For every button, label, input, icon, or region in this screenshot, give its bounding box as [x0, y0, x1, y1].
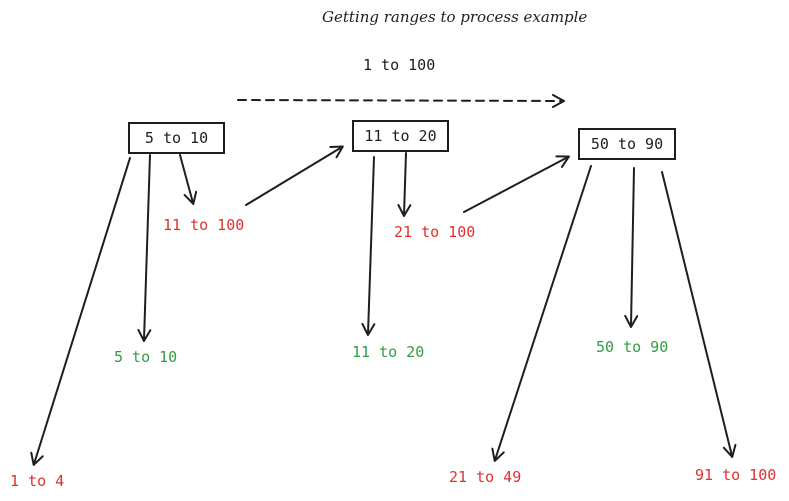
overall-range-label: 1 to 100	[363, 56, 436, 74]
arrow-remaining-to-50-90	[463, 155, 570, 213]
before-range-label: 1 to 4	[10, 472, 65, 490]
arrow-5-10-to-processed	[137, 154, 152, 342]
range-box-2: 11 to 20	[352, 120, 449, 152]
range-box-1: 5 to 10	[128, 122, 225, 154]
processed-range-label: 5 to 10	[114, 348, 178, 366]
arrow-5-10-to-before	[30, 157, 131, 466]
before-range-label: 21 to 49	[449, 468, 522, 486]
arrow-11-20-to-remaining	[397, 152, 412, 217]
arrow-remaining-to-11-20	[245, 145, 344, 206]
remaining-range-label: 11 to 100	[163, 216, 245, 234]
arrow-50-90-to-after	[661, 171, 737, 458]
diagram-title: Getting ranges to process example	[322, 8, 588, 26]
range-box-3: 50 to 90	[578, 128, 676, 160]
arrow-50-90-to-before	[491, 165, 592, 462]
after-range-label: 91 to 100	[695, 466, 777, 484]
remaining-range-label: 21 to 100	[394, 223, 476, 241]
overall-range-arrow	[237, 93, 565, 108]
processed-range-label: 50 to 90	[596, 338, 669, 356]
arrow-50-90-to-processed	[624, 167, 639, 328]
arrow-5-10-to-remaining	[179, 154, 198, 205]
arrow-11-20-to-processed	[361, 156, 376, 336]
processed-range-label: 11 to 20	[352, 343, 425, 361]
